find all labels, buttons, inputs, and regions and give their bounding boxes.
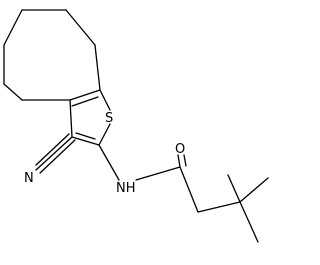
bond-co-double [183, 154, 187, 167]
bond-c3-c3a [69, 99, 73, 138]
bond-cq-me-bottom [239, 201, 259, 243]
bond-c3a-c7a-single [69, 89, 101, 101]
atom-sulfur: S [105, 111, 113, 126]
bond-c7a-s [99, 89, 111, 111]
bond-cq-me-top [227, 174, 241, 203]
nitrile-group [35, 133, 76, 174]
atom-nitrogen-amide: NH [116, 181, 136, 196]
bond-c3a-c7a-double [71, 96, 99, 107]
atom-oxygen: O [175, 142, 185, 157]
bond-cq-me-right [239, 177, 269, 203]
bond-co-ch2 [179, 166, 199, 213]
atom-nitrogen-nitrile: N [24, 171, 34, 186]
bond-ch2-cq [197, 201, 241, 213]
bond-cn-3 [39, 139, 76, 174]
bond-cn-2 [35, 133, 70, 166]
bond-co-single [177, 154, 181, 168]
molecule-structure: S N NH O [3, 9, 269, 243]
thiophene-ring [69, 89, 111, 146]
bond-c2-c3-single [71, 136, 100, 146]
bond-c2-c3-double [75, 132, 96, 140]
bond-nh-co [135, 166, 181, 181]
cyclooctane-ring [3, 9, 101, 101]
amide-chain [98, 144, 269, 243]
bond-ring8-2 [65, 9, 96, 46]
bond-s-c2 [98, 123, 111, 146]
bond-ring8-1 [94, 44, 101, 91]
bond-ring8-6 [3, 83, 23, 101]
bond-ring8-4 [3, 9, 23, 46]
bond-cn-1 [35, 136, 73, 171]
bond-c2-nh [98, 144, 120, 181]
